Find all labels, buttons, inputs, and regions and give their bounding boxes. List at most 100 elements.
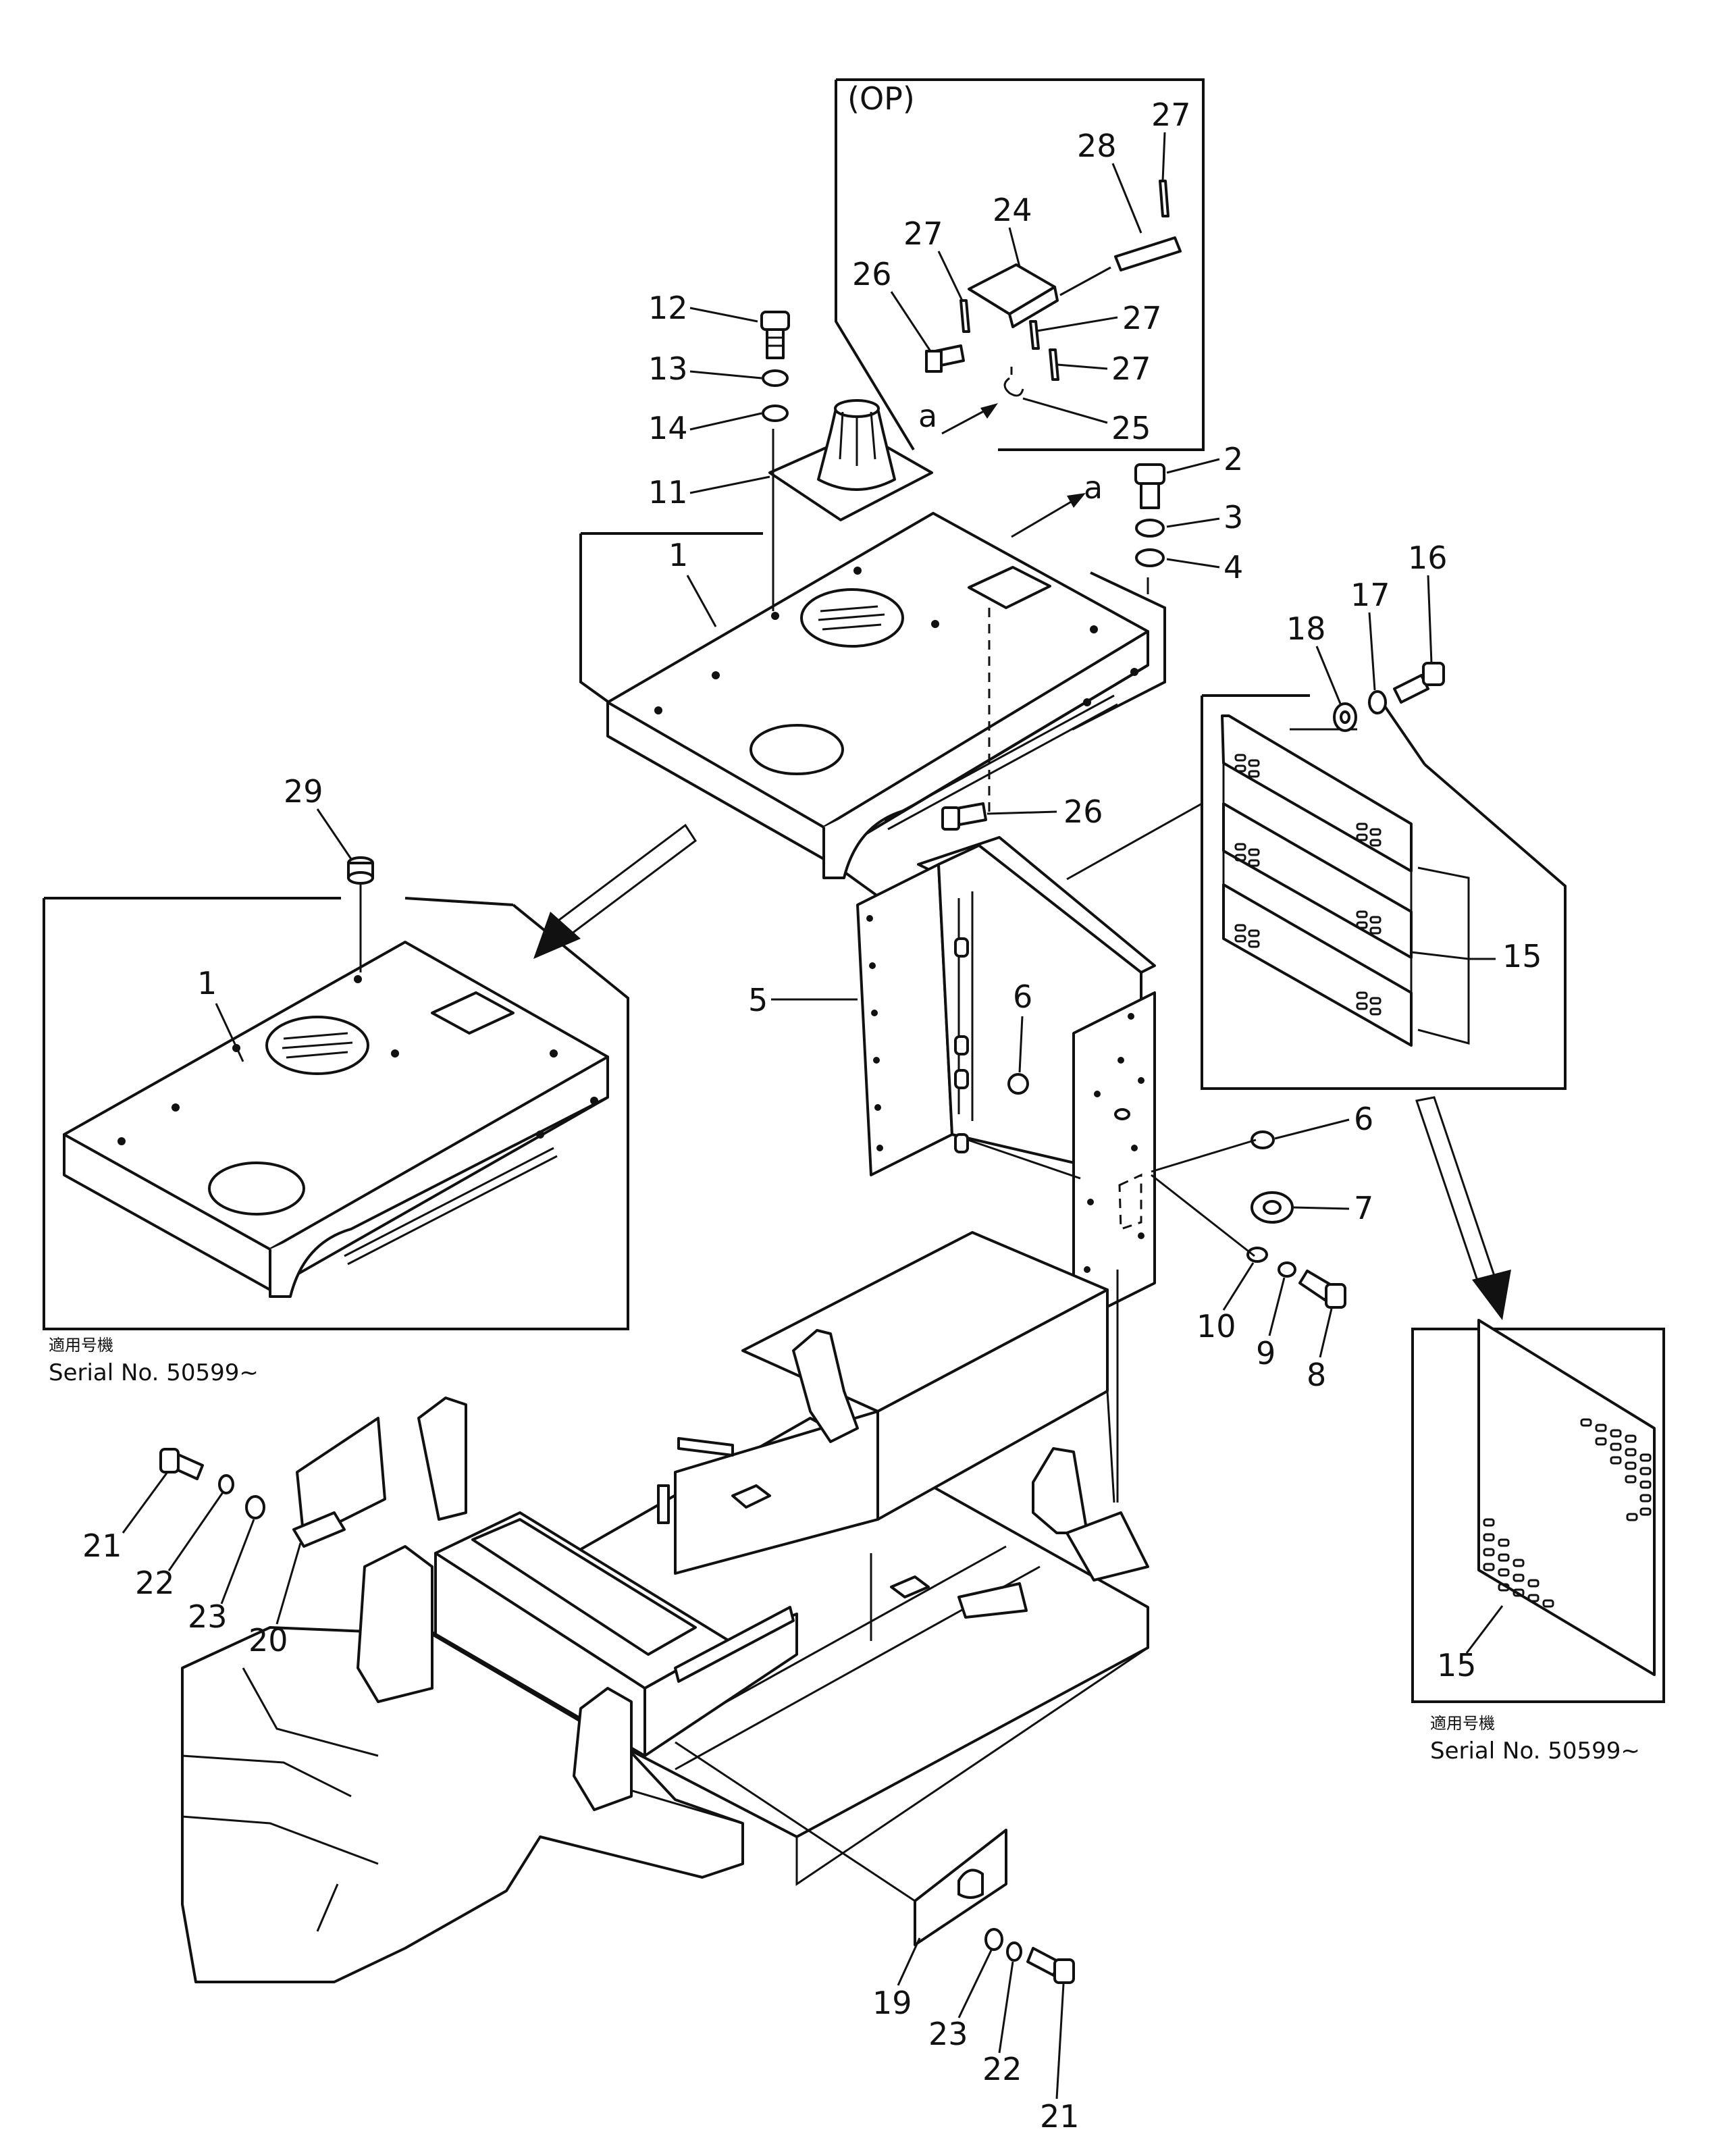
revolving-frame	[181, 1231, 1149, 1983]
bolt-12-group	[760, 311, 790, 422]
callout-1-main: 1	[668, 537, 717, 627]
svg-text:24: 24	[993, 192, 1032, 228]
panel-15-c	[1222, 883, 1413, 1047]
svg-text:2: 2	[1224, 441, 1243, 477]
callout-22-bottom: 22	[982, 1961, 1022, 2087]
svg-text:15: 15	[1437, 1647, 1477, 1684]
callout-25: 25	[1022, 397, 1151, 446]
callout-27-right1: 27	[1036, 300, 1162, 336]
callout-23-left: 23	[188, 1519, 255, 1635]
left-inset: 1 適用号機 Serial No. 50599∼	[43, 897, 629, 1386]
svg-text:13: 13	[648, 350, 688, 387]
callout-24: 24	[993, 192, 1032, 267]
svg-text:11: 11	[648, 474, 688, 511]
serial-note-right: Serial No. 50599∼	[1430, 1738, 1640, 1765]
washer-14	[762, 404, 789, 422]
clip-27-b	[959, 299, 970, 333]
right-inset: 15 適用号機 Serial No. 50599∼	[1411, 1319, 1665, 1765]
svg-text:22: 22	[135, 1565, 175, 1601]
panel-15-a	[1221, 714, 1413, 872]
arrow-to-left-inset	[533, 823, 698, 959]
callout-6-right: 6	[1274, 1101, 1373, 1140]
callout-21-bottom: 21	[1040, 1983, 1080, 2135]
svg-text:1: 1	[668, 537, 688, 573]
svg-text:25: 25	[1111, 410, 1151, 446]
svg-text:27: 27	[903, 215, 943, 252]
frame-5-left-panel	[856, 863, 953, 1176]
svg-text:19: 19	[872, 1985, 912, 2021]
top-cover-assembly: a	[579, 399, 1166, 906]
spring-washer-22-left	[218, 1474, 234, 1494]
svg-text:26: 26	[1063, 793, 1103, 830]
grommet-6-inner	[1007, 1073, 1029, 1095]
washer-4	[1135, 548, 1165, 567]
callout-16: 16	[1408, 540, 1448, 664]
grommet-group-right	[1151, 1130, 1346, 1309]
callout-4: 4	[1166, 549, 1243, 585]
svg-text:8: 8	[1307, 1357, 1326, 1393]
cover-1-lock-recess	[968, 566, 1051, 609]
clip-27-d	[1049, 348, 1059, 381]
svg-text:3: 3	[1224, 499, 1243, 536]
bolt-2	[1134, 463, 1165, 485]
bolt-16-group	[1333, 662, 1445, 732]
svg-text:9: 9	[1256, 1335, 1275, 1372]
bolt-16	[1393, 674, 1429, 704]
svg-text:27: 27	[1151, 97, 1191, 133]
svg-text:17: 17	[1350, 577, 1390, 613]
svg-text:21: 21	[1040, 2098, 1080, 2135]
svg-text:29: 29	[284, 773, 323, 810]
callout-14: 14	[648, 410, 762, 446]
callout-27-top: 27	[1151, 97, 1191, 182]
lock-plate-24-edge	[1008, 286, 1059, 328]
callout-3: 3	[1166, 499, 1243, 536]
callout-12: 12	[648, 290, 758, 326]
clip-27-a	[1159, 180, 1169, 217]
washer-23-bottom	[984, 1928, 1003, 1951]
callout-8: 8	[1307, 1308, 1333, 1393]
callout-13: 13	[648, 350, 762, 387]
serial-note-jp-right: 適用号機	[1430, 1714, 1495, 1733]
bolt-21-bottom-group	[984, 1928, 1075, 1984]
svg-text:23: 23	[188, 1598, 228, 1635]
svg-text:16: 16	[1408, 540, 1448, 576]
bolt-21-left-group	[159, 1448, 265, 1519]
svg-text:6: 6	[1354, 1101, 1373, 1137]
callout-18: 18	[1286, 610, 1342, 704]
callout-5: 5	[748, 982, 858, 1018]
frame-5	[856, 836, 1156, 1325]
svg-text:28: 28	[1077, 128, 1117, 164]
bolt-26-lower	[941, 802, 987, 831]
view-marker-a-left: a	[918, 398, 937, 434]
callout-26-op: 26	[852, 256, 932, 352]
callout-20: 20	[248, 1542, 302, 1659]
frame-5-right-panel	[1072, 991, 1156, 1325]
spring-washer-9	[1278, 1261, 1296, 1278]
serial-note-left: Serial No. 50599∼	[49, 1359, 259, 1386]
svg-text:21: 21	[82, 1528, 122, 1564]
svg-text:22: 22	[982, 2051, 1022, 2087]
svg-text:20: 20	[248, 1622, 288, 1659]
callout-27-left: 27	[903, 215, 964, 301]
callout-15-box: 15	[1502, 938, 1542, 974]
view-marker-a-right: a	[1084, 469, 1103, 506]
callout-1-inset: 1	[197, 965, 244, 1062]
cover-plate-20	[296, 1417, 386, 1541]
callout-10: 10	[1196, 1262, 1255, 1345]
panel-15-box	[1066, 694, 1567, 1090]
svg-text:12: 12	[648, 290, 688, 326]
callout-9: 9	[1256, 1277, 1286, 1372]
option-inset: (OP) a 28 27 24	[835, 78, 1205, 451]
callout-21-left: 21	[82, 1471, 169, 1564]
svg-text:23: 23	[928, 2016, 968, 2052]
callout-17: 17	[1350, 577, 1390, 691]
callout-28: 28	[1077, 128, 1142, 234]
svg-text:6: 6	[1013, 978, 1032, 1015]
callout-26-lower: 26	[987, 793, 1103, 830]
arrow-to-right-inset	[1415, 1096, 1511, 1320]
svg-text:14: 14	[648, 410, 688, 446]
option-label: (OP)	[847, 80, 915, 117]
callout-29: 29	[284, 773, 352, 860]
spring-washer-17	[1368, 690, 1387, 714]
